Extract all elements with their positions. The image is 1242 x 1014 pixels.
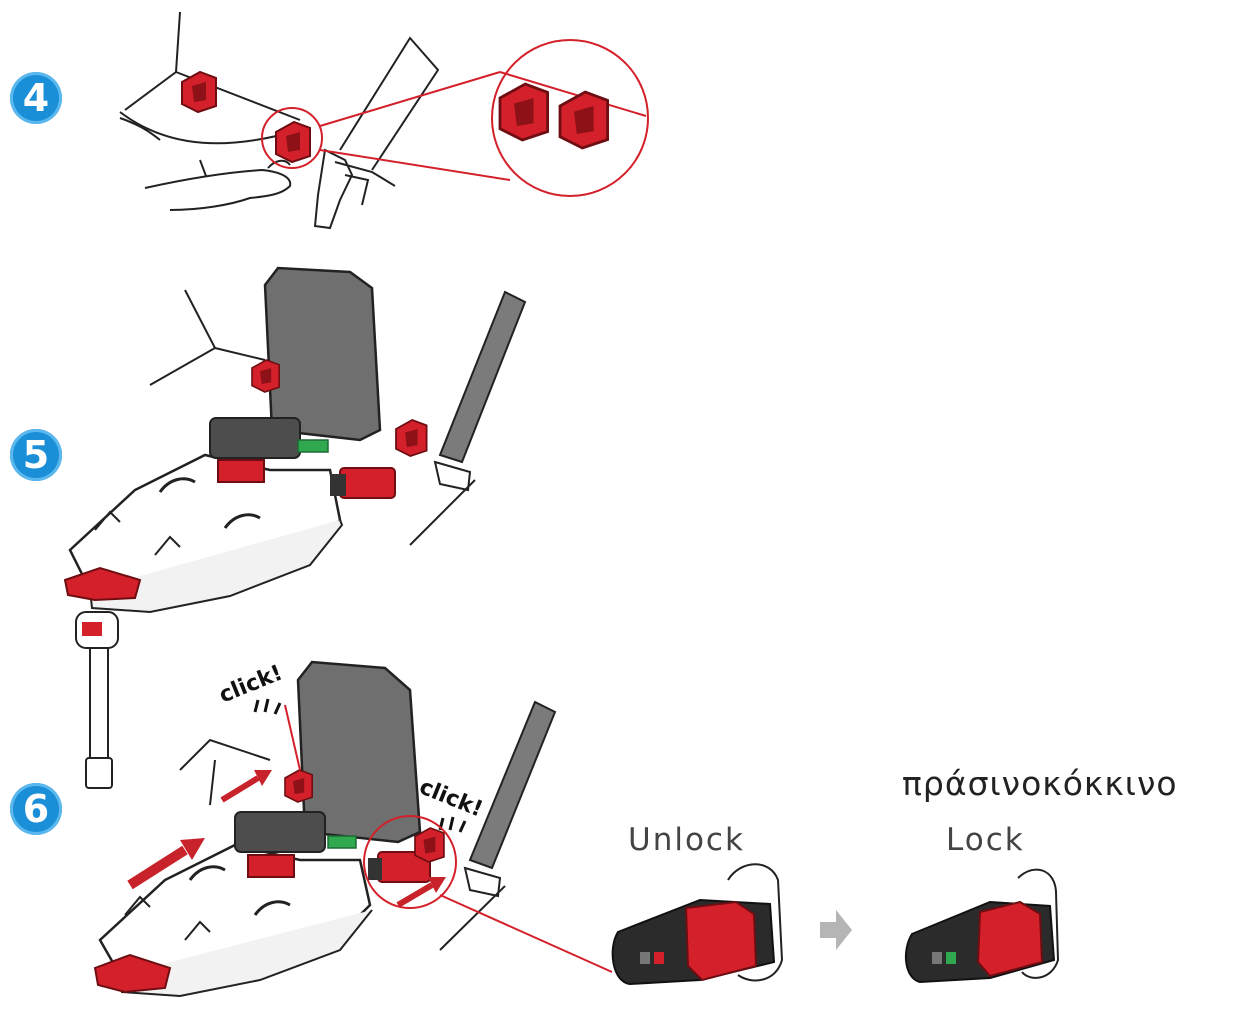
step-4-zoom-detail [492, 40, 648, 196]
step-6-badge: 6 [10, 783, 62, 835]
step-4-badge: 4 [10, 72, 62, 124]
lock-label: Lock [946, 822, 1025, 858]
step-4-bracket-right [276, 122, 310, 162]
unlock-label: Unlock [628, 822, 745, 858]
colors-caption: πράσινοκόκκινο [902, 764, 1178, 803]
step-4-bracket-left [182, 72, 216, 112]
unlock-to-lock-arrow [820, 910, 852, 950]
lock-connector [906, 870, 1058, 982]
unlock-connector [613, 864, 782, 984]
step-4-illustration [120, 12, 438, 228]
step-6-illustration [95, 662, 612, 996]
step-5-illustration [65, 268, 525, 788]
step-5-badge: 5 [10, 429, 62, 481]
